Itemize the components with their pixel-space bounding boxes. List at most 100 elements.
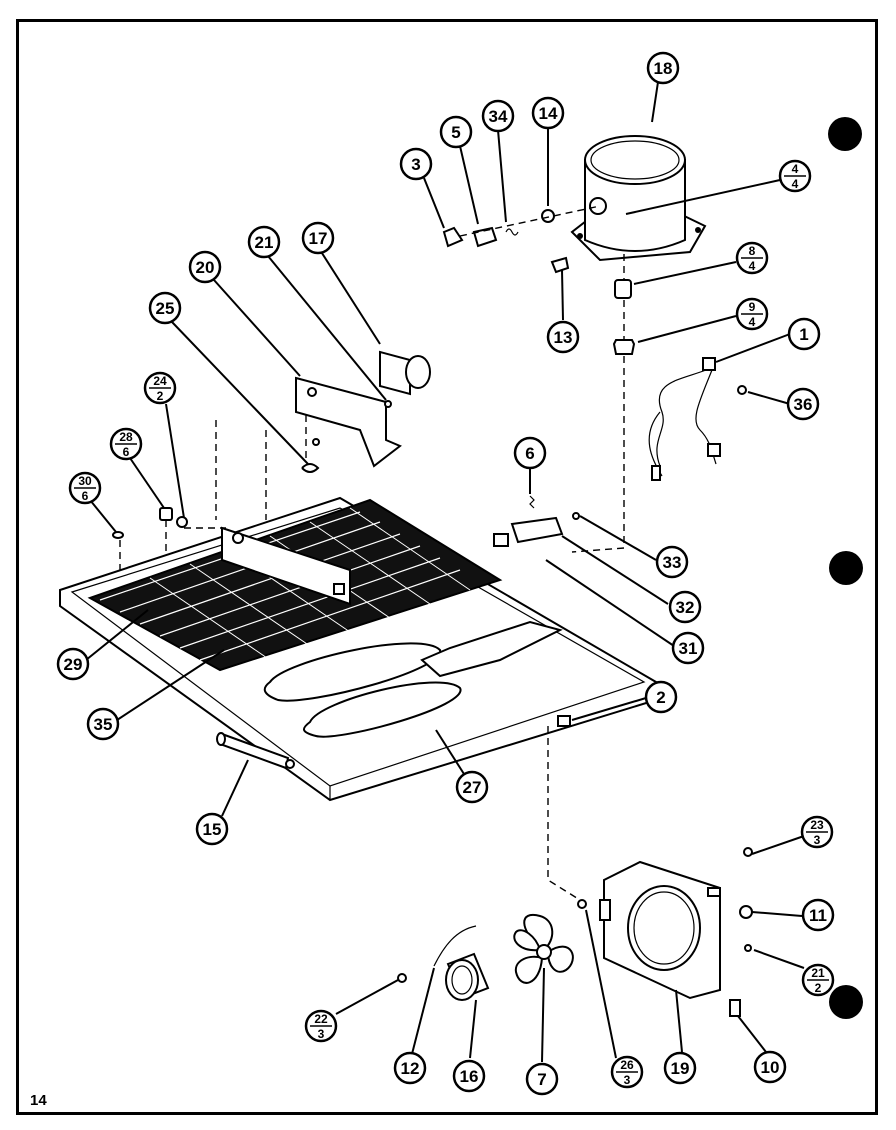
callout-10: 10 — [753, 1050, 787, 1084]
motor-bracket — [215, 350, 431, 520]
binder-hole-middle — [829, 551, 863, 585]
callout-number: 33 — [663, 553, 682, 572]
callout-number: 3 — [411, 155, 420, 174]
callout-12: 12 — [393, 1051, 427, 1085]
callout-circle — [439, 115, 473, 149]
callout-reference: 4 — [749, 315, 756, 329]
callout-33: 33 — [655, 545, 689, 579]
callout-circle — [655, 545, 689, 579]
callout-20: 20 — [188, 250, 222, 284]
callout-number: 1 — [799, 325, 808, 344]
callout-circle — [646, 51, 680, 85]
callout-number: 14 — [539, 104, 558, 123]
callout-number: 6 — [525, 444, 534, 463]
callout-circle — [455, 770, 489, 804]
callout-number: 25 — [156, 299, 175, 318]
callout-circle — [481, 99, 515, 133]
callout-circle — [663, 1051, 697, 1085]
callout-29: 29 — [56, 647, 90, 681]
callout-reference: 4 — [792, 177, 799, 191]
callout-21: 21 — [247, 225, 281, 259]
callout-36: 36 — [786, 387, 820, 421]
compressor — [570, 135, 707, 262]
callout-circle — [301, 221, 335, 255]
callout-number: 22 — [314, 1012, 328, 1026]
callout-number: 27 — [463, 778, 482, 797]
callout-circle — [525, 1062, 559, 1096]
callout-18: 18 — [646, 51, 680, 85]
callout-34: 34 — [481, 99, 515, 133]
callout-circle — [531, 96, 565, 130]
callout-23-3: 233 — [800, 815, 834, 849]
callout-number: 10 — [761, 1058, 780, 1077]
callout-number: 30 — [78, 474, 92, 488]
callout-circle — [393, 1051, 427, 1085]
callout-number: 2 — [656, 688, 665, 707]
callout-reference: 3 — [318, 1027, 325, 1041]
leader-lines — [85, 81, 805, 1063]
defrost-terminal — [493, 495, 580, 547]
callout-28-6: 286 — [109, 427, 143, 461]
callout-circle — [148, 291, 182, 325]
callout-9-4: 94 — [735, 297, 769, 331]
callout-number: 19 — [671, 1059, 690, 1078]
fan-blade — [513, 913, 574, 984]
callout-number: 36 — [794, 395, 813, 414]
callout-number: 29 — [64, 655, 83, 674]
callout-circle — [188, 250, 222, 284]
callout-number: 11 — [809, 906, 827, 925]
callout-number: 26 — [620, 1058, 634, 1072]
callout-4-4: 44 — [778, 159, 812, 193]
callout-number: 13 — [554, 328, 573, 347]
callout-5: 5 — [439, 115, 473, 149]
callout-number: 8 — [749, 244, 756, 258]
callout-number: 15 — [203, 820, 222, 839]
callout-number: 28 — [119, 430, 133, 444]
callout-circle — [671, 631, 705, 665]
callout-circle — [452, 1059, 486, 1093]
binder-hole-bottom — [829, 985, 863, 1019]
callout-number: 5 — [451, 123, 460, 142]
callout-19: 19 — [663, 1051, 697, 1085]
diagram-border — [16, 19, 878, 1115]
callout-1: 1 — [787, 317, 821, 351]
callout-22-3: 223 — [304, 1009, 338, 1043]
callout-reference: 3 — [624, 1073, 631, 1087]
callout-reference: 6 — [123, 445, 130, 459]
callout-31: 31 — [671, 631, 705, 665]
callout-7: 7 — [525, 1062, 559, 1096]
callout-number: 9 — [749, 300, 756, 314]
page-number: 14 — [30, 1092, 47, 1109]
callout-number: 18 — [654, 59, 673, 78]
callout-reference: 3 — [814, 833, 821, 847]
screws-left — [112, 507, 226, 580]
relay-parts — [442, 205, 601, 274]
callout-reference: 2 — [157, 389, 164, 403]
wire-harness — [648, 357, 747, 481]
callout-number: 17 — [309, 229, 328, 248]
callout-circle — [801, 898, 835, 932]
callout-number: 35 — [94, 715, 113, 734]
callout-number: 21 — [811, 966, 825, 980]
callout-8-4: 84 — [735, 241, 769, 275]
callout-circle — [787, 317, 821, 351]
callout-3: 3 — [399, 147, 433, 181]
evaporator-coil — [87, 498, 503, 672]
callout-32: 32 — [668, 590, 702, 624]
callout-35: 35 — [86, 707, 120, 741]
callout-21-2: 212 — [801, 963, 835, 997]
callout-6: 6 — [513, 436, 547, 470]
callout-11: 11 — [801, 898, 835, 932]
callout-15: 15 — [195, 812, 229, 846]
callout-number: 12 — [401, 1059, 420, 1078]
callout-circle — [195, 812, 229, 846]
callout-number: 4 — [792, 162, 799, 176]
fan-motor — [397, 899, 587, 1001]
callout-30-6: 306 — [68, 471, 102, 505]
callout-27: 27 — [455, 770, 489, 804]
callout-circle — [86, 707, 120, 741]
callout-number: 20 — [196, 258, 215, 277]
